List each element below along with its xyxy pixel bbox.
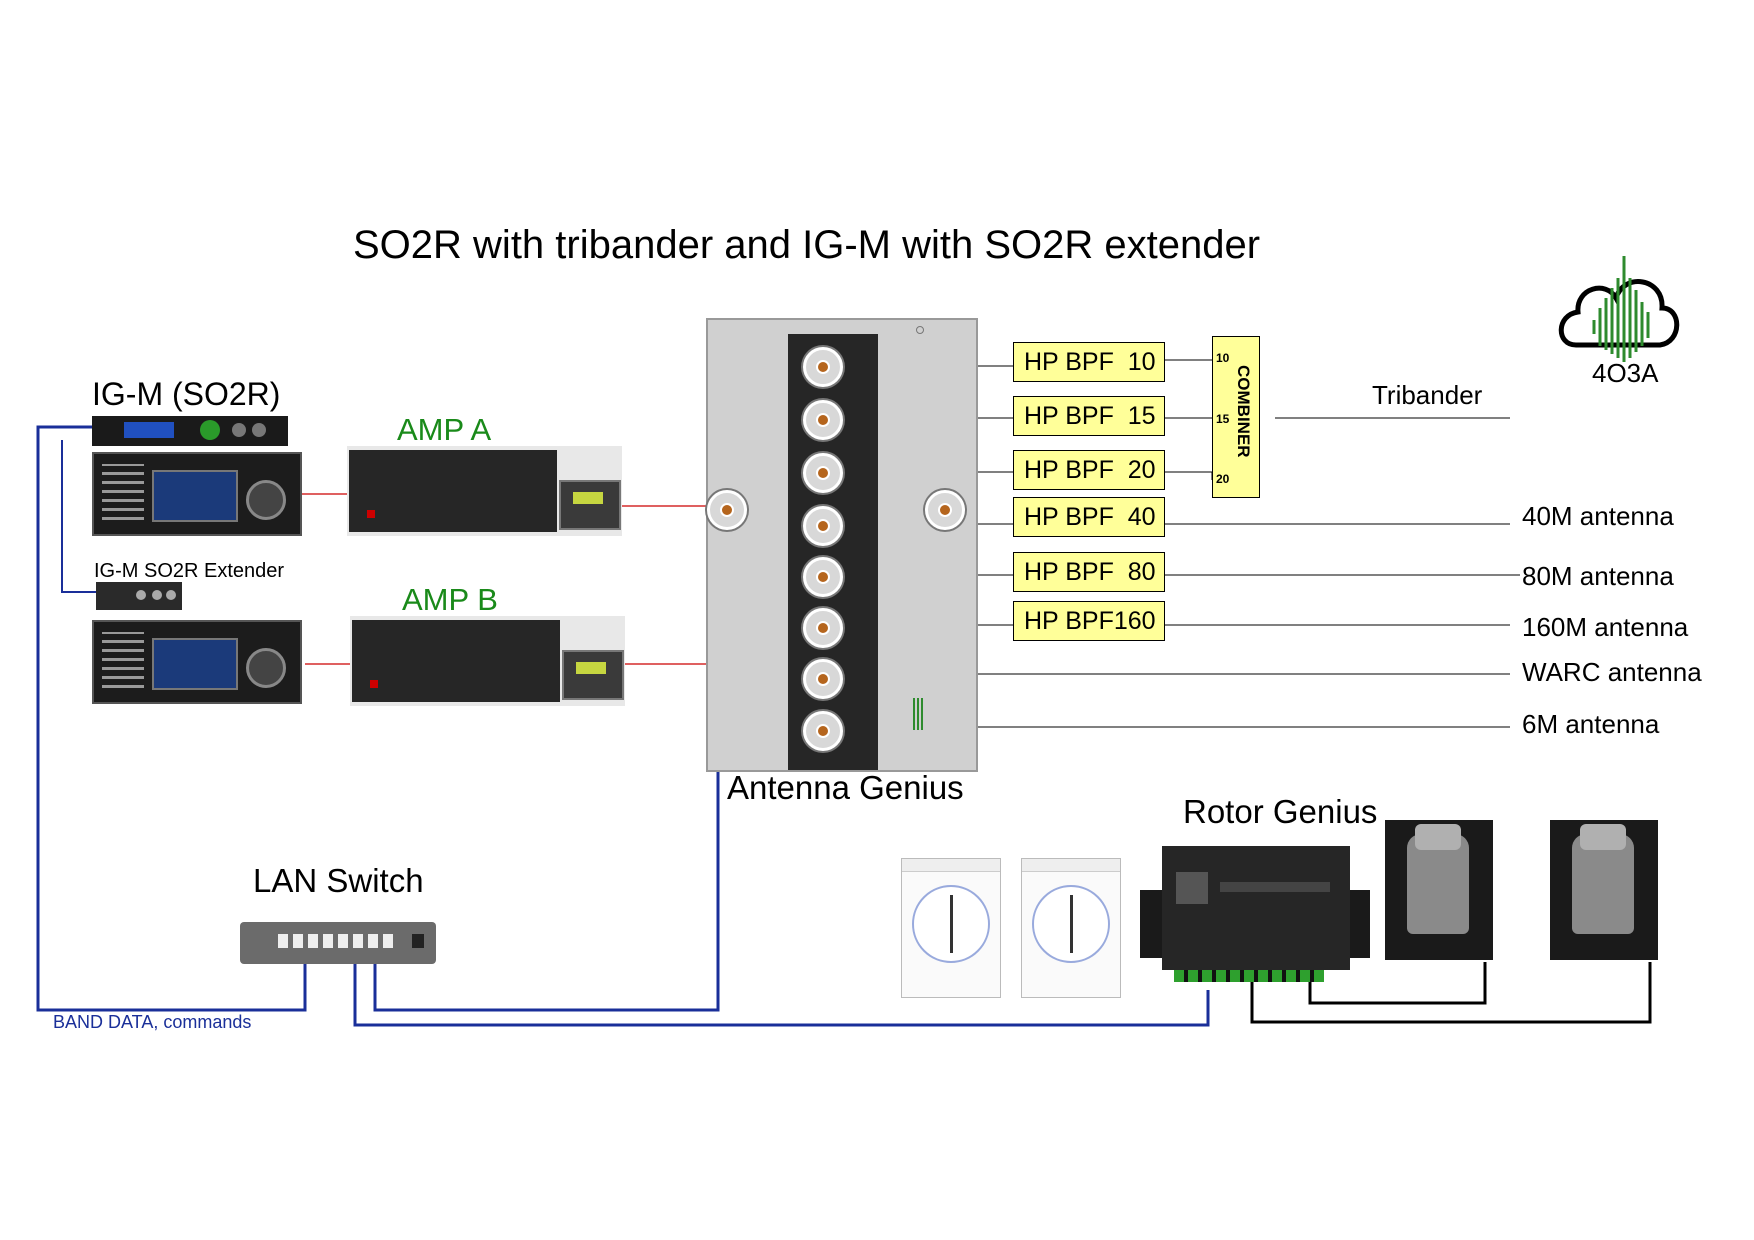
- coax-connector-icon: [803, 400, 843, 440]
- lan-switch-label: LAN Switch: [253, 862, 424, 899]
- diagram-title: SO2R with tribander and IG-M with SO2R e…: [353, 223, 1261, 267]
- antenna-warc-label: WARC antenna: [1522, 657, 1702, 687]
- rotor-icon: [1385, 820, 1493, 960]
- coax-connector-icon: [803, 659, 843, 699]
- monitor-window-icon: [1021, 858, 1121, 998]
- radio-a-port-icon: [707, 490, 747, 530]
- filter-80: HP BPF 80: [1013, 552, 1165, 592]
- coax-connector-icon: [803, 453, 843, 493]
- antenna-genius-device: [706, 318, 978, 772]
- rotor-icon: [1550, 820, 1658, 960]
- amp-a-icon: [347, 446, 622, 536]
- coax-connector-icon: [803, 608, 843, 648]
- transceiver-a-icon: [92, 452, 302, 536]
- extender-label: IG-M SO2R Extender: [94, 560, 285, 582]
- antenna-genius-label: Antenna Genius: [727, 769, 964, 806]
- combiner-label: COMBINER: [1234, 365, 1253, 458]
- rotor-genius-device: [1140, 846, 1370, 982]
- coax-connector-icon: [803, 711, 843, 751]
- igm-label: IG-M (SO2R): [92, 376, 281, 412]
- amp-b-icon: [350, 616, 625, 706]
- logo-text: 4O3A: [1592, 358, 1659, 388]
- filter-10: HP BPF 10: [1013, 342, 1165, 382]
- amp-a-label: AMP A: [397, 412, 492, 447]
- filter-40: HP BPF 40: [1013, 497, 1165, 537]
- filter-15: HP BPF 15: [1013, 396, 1165, 436]
- lan-switch-icon: [240, 922, 436, 964]
- monitor-window-icon: [901, 858, 1001, 998]
- radio-b-port-icon: [925, 490, 965, 530]
- cloud-logo-icon: [1554, 250, 1684, 370]
- antenna-6m-label: 6M antenna: [1522, 709, 1660, 739]
- antenna-160m-label: 160M antenna: [1522, 612, 1689, 642]
- filter-160: HP BPF160: [1013, 601, 1165, 641]
- rotor-genius-label: Rotor Genius: [1183, 793, 1378, 830]
- combiner-port-10: 10: [1216, 351, 1230, 365]
- coax-connector-icon: [803, 506, 843, 546]
- antenna-80m-label: 80M antenna: [1522, 561, 1674, 591]
- coax-connector-icon: [803, 347, 843, 387]
- combiner-box: 10 15 20 COMBINER: [1212, 336, 1260, 498]
- band-data-label: BAND DATA, commands: [53, 1012, 252, 1032]
- combiner-port-15: 15: [1216, 412, 1230, 426]
- tribander-label: Tribander: [1372, 380, 1483, 410]
- transceiver-b-icon: [92, 620, 302, 704]
- combiner-port-20: 20: [1216, 472, 1230, 486]
- coax-connector-icon: [803, 557, 843, 597]
- antenna-40m-label: 40M antenna: [1522, 501, 1674, 531]
- extender-device: [96, 582, 182, 610]
- amp-b-label: AMP B: [402, 582, 498, 617]
- igm-device: [92, 416, 288, 446]
- filter-20: HP BPF 20: [1013, 450, 1165, 490]
